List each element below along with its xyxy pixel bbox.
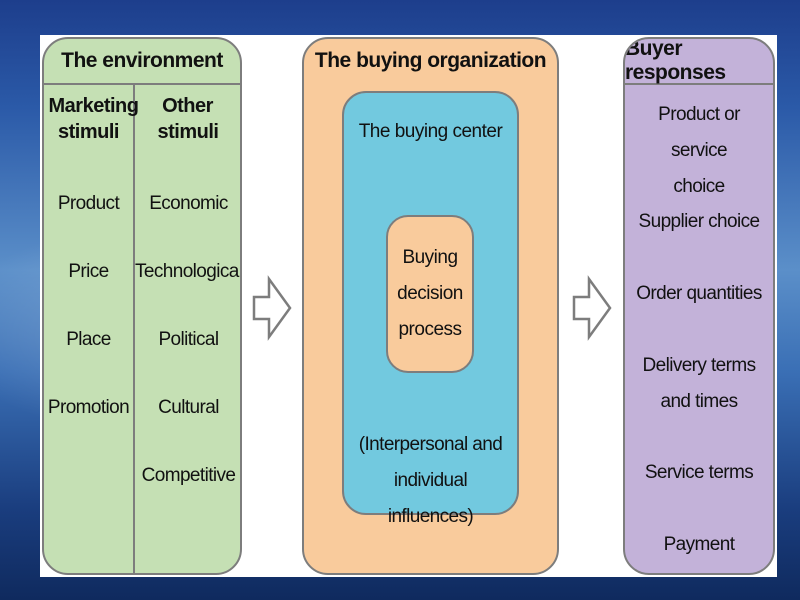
marketing-item-place: Place: [66, 329, 111, 350]
buying-organization-title: The buying organization: [314, 49, 547, 72]
marketing-stimuli-title: Marketing stimuli: [48, 95, 139, 143]
other-item-political: Political: [158, 329, 219, 350]
other-item-economic: Economic: [149, 193, 228, 214]
buying-center-title: The buying center: [358, 121, 503, 142]
response-item: Delivery terms and times: [642, 355, 756, 412]
response-item: Payment: [663, 534, 735, 555]
other-item-technological: Technological: [135, 261, 242, 282]
environment-title: The environment: [44, 39, 240, 85]
buyer-responses-title: Buyer responses: [625, 39, 773, 85]
diagram-canvas: The environment Marketing stimuli Other …: [40, 35, 777, 577]
environment-box: The environment Marketing stimuli Other …: [42, 37, 242, 575]
marketing-item-price: Price: [68, 261, 109, 282]
other-item-competitive: Competitive: [141, 465, 236, 486]
response-item: Service terms: [644, 462, 754, 483]
arrow-right-outline-icon: [572, 275, 612, 341]
buying-organization-box: The buying organization The buying cente…: [302, 37, 559, 575]
buying-decision-process-box: Buying decision process: [386, 215, 474, 373]
buying-center-box: The buying center Buying decision proces…: [342, 91, 519, 527]
buyer-responses-box: Buyer responses Product or service choic…: [623, 37, 775, 575]
buying-decision-process-label: Buying decision process: [397, 247, 463, 340]
other-stimuli-title: Other stimuli: [157, 95, 219, 143]
column-divider: [133, 83, 135, 573]
marketing-item-promotion: Promotion: [47, 397, 130, 418]
response-item: Order quantities: [636, 283, 762, 304]
other-item-cultural: Cultural: [158, 397, 219, 418]
marketing-item-product: Product: [57, 193, 120, 214]
response-item: Product or service choice: [658, 104, 740, 197]
influences-label: (Interpersonal and individual influences…: [358, 434, 503, 527]
response-item: Supplier choice: [638, 211, 761, 232]
arrow-right-outline-icon: [252, 275, 292, 341]
